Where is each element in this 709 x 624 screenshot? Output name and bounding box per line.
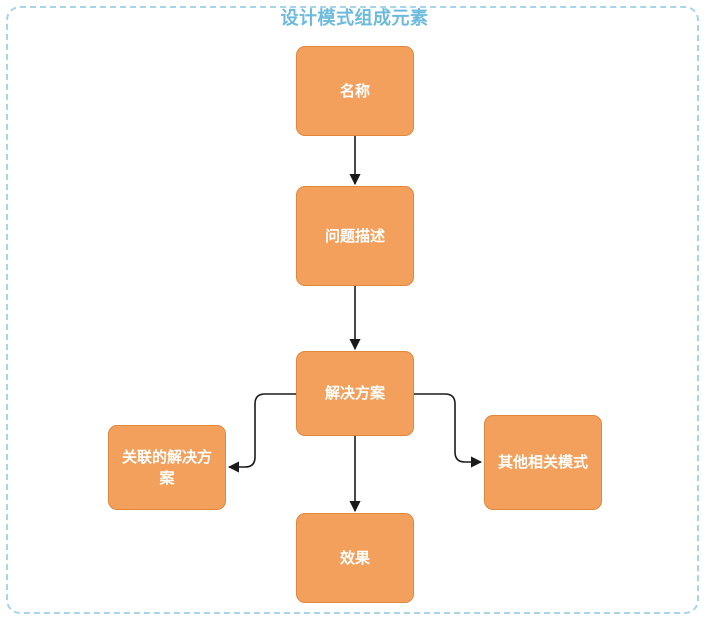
node-name[interactable]: 名称 [296,46,414,136]
node-solution[interactable]: 解决方案 [296,351,414,436]
node-other-related-patterns[interactable]: 其他相关模式 [484,415,602,510]
node-related-solutions-label: 关联的解决方案 [121,447,212,487]
node-problem-description-label: 问题描述 [324,226,385,245]
diagram-title: 设计模式组成元素 [280,8,429,29]
node-problem-description[interactable]: 问题描述 [296,186,414,286]
node-effect[interactable]: 效果 [296,513,414,603]
node-related-solutions[interactable]: 关联的解决方案 [108,425,226,510]
edge-solution-to-related [227,393,296,473]
node-name-label: 名称 [339,81,370,100]
node-other-related-patterns-label: 其他相关模式 [497,453,588,471]
edge-solution-to-other [414,393,483,468]
node-effect-label: 效果 [339,548,370,567]
node-solution-label: 解决方案 [324,384,385,402]
